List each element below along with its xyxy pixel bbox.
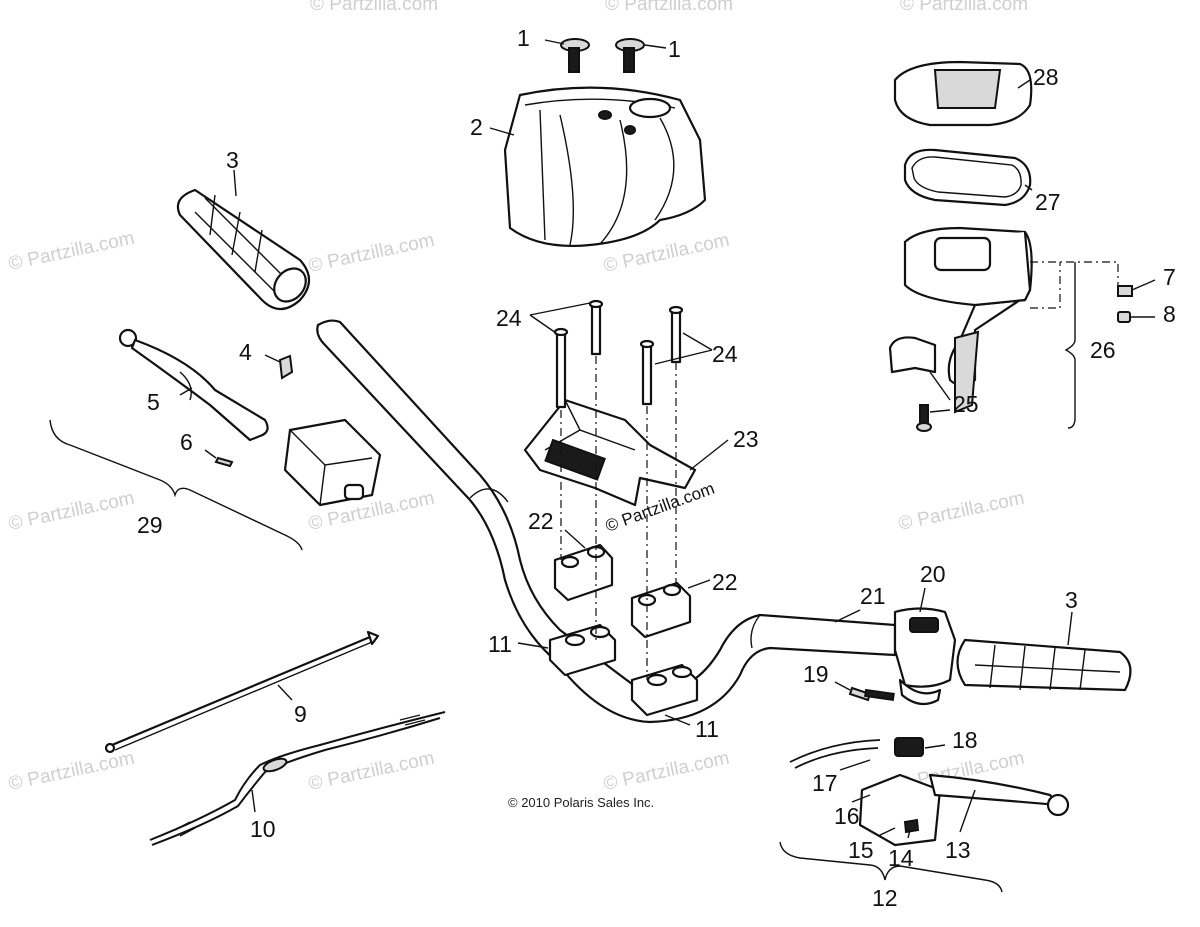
callout-10: 10 [250, 816, 276, 842]
callout-19: 19 [803, 661, 829, 687]
lower-clamp-left [517, 623, 617, 677]
watermark-text: © Partzilla.com [310, 0, 438, 15]
watermark-text: © Partzilla.com [7, 748, 137, 795]
callout-21: 21 [860, 583, 886, 609]
brake-lever-right-assembly [789, 737, 1070, 847]
callout-26: 26 [1090, 337, 1116, 363]
left-switch-housing [283, 418, 382, 507]
watermark-text: © Partzilla.com [605, 0, 733, 15]
callout-27: 27 [1035, 189, 1061, 215]
callout-17: 17 [812, 770, 838, 796]
callout-12: 12 [872, 885, 898, 911]
callout-1-right: 1 [668, 36, 681, 62]
callout-15: 15 [848, 837, 874, 863]
watermark-text: © Partzilla.com [7, 228, 137, 275]
small-screws-7-8 [1117, 279, 1156, 323]
grip-left [176, 169, 311, 311]
callout-20: 20 [920, 561, 946, 587]
callout-24-right: 24 [712, 341, 738, 367]
bracket-26 [1064, 262, 1076, 429]
callout-3-left: 3 [226, 147, 239, 173]
mount-bracket [523, 398, 729, 507]
throttle-cable [104, 630, 380, 754]
grip-right [956, 611, 1132, 692]
callout-9: 9 [294, 701, 307, 727]
screw-19 [834, 681, 895, 702]
upper-clamp-left [553, 529, 614, 602]
headlight-pod-cover [489, 86, 707, 248]
callout-1-left: 1 [517, 25, 530, 51]
callout-4: 4 [239, 339, 252, 365]
watermark-text: © Partzilla.com [307, 748, 437, 795]
gasket [903, 148, 1033, 207]
bracket-29 [49, 419, 303, 551]
watermark-text: © Partzilla.com [900, 0, 1028, 15]
callout-25: 25 [953, 391, 979, 417]
callout-7: 7 [1163, 264, 1176, 290]
callout-8: 8 [1163, 301, 1176, 327]
right-switch [893, 587, 957, 706]
upper-clamp-right [630, 579, 711, 639]
handlebar [316, 319, 897, 724]
callout-29: 29 [137, 512, 163, 538]
bolts-24 [529, 299, 713, 409]
callout-labels: 1 1 2 3 3 4 5 6 7 8 9 10 11 11 12 13 14 … [137, 25, 1176, 911]
callout-2: 2 [470, 114, 483, 140]
watermark-text: © Partzilla.com [897, 488, 1027, 535]
reservoir [903, 226, 1119, 414]
callout-5: 5 [147, 389, 160, 415]
callout-13: 13 [945, 837, 971, 863]
callout-3-right: 3 [1065, 587, 1078, 613]
callout-22-left: 22 [528, 508, 554, 534]
callout-22-right: 22 [712, 569, 738, 595]
cover-pad [893, 60, 1033, 127]
watermark-text: © Partzilla.com [307, 230, 437, 277]
alignment-lines [560, 356, 677, 680]
callout-14: 14 [888, 845, 914, 871]
screw-part-1 [544, 38, 667, 73]
wiring-harness [149, 711, 446, 846]
watermark-text: © Partzilla.com [602, 748, 732, 795]
callout-18: 18 [952, 727, 978, 753]
polaris-credit: © 2010 Polaris Sales Inc. [508, 795, 654, 810]
callout-28: 28 [1033, 64, 1059, 90]
brake-lever-left [118, 328, 294, 468]
callout-11-right: 11 [695, 716, 719, 742]
watermark-text: © Partzilla.com [7, 488, 137, 535]
lower-clamp-right [630, 663, 699, 726]
callout-24-left: 24 [496, 305, 522, 331]
clamp-25 [888, 336, 951, 432]
bracket-12 [779, 841, 1003, 893]
callout-23: 23 [733, 426, 759, 452]
callout-11-left: 11 [488, 631, 512, 657]
callout-6: 6 [180, 429, 193, 455]
callout-16: 16 [834, 803, 860, 829]
